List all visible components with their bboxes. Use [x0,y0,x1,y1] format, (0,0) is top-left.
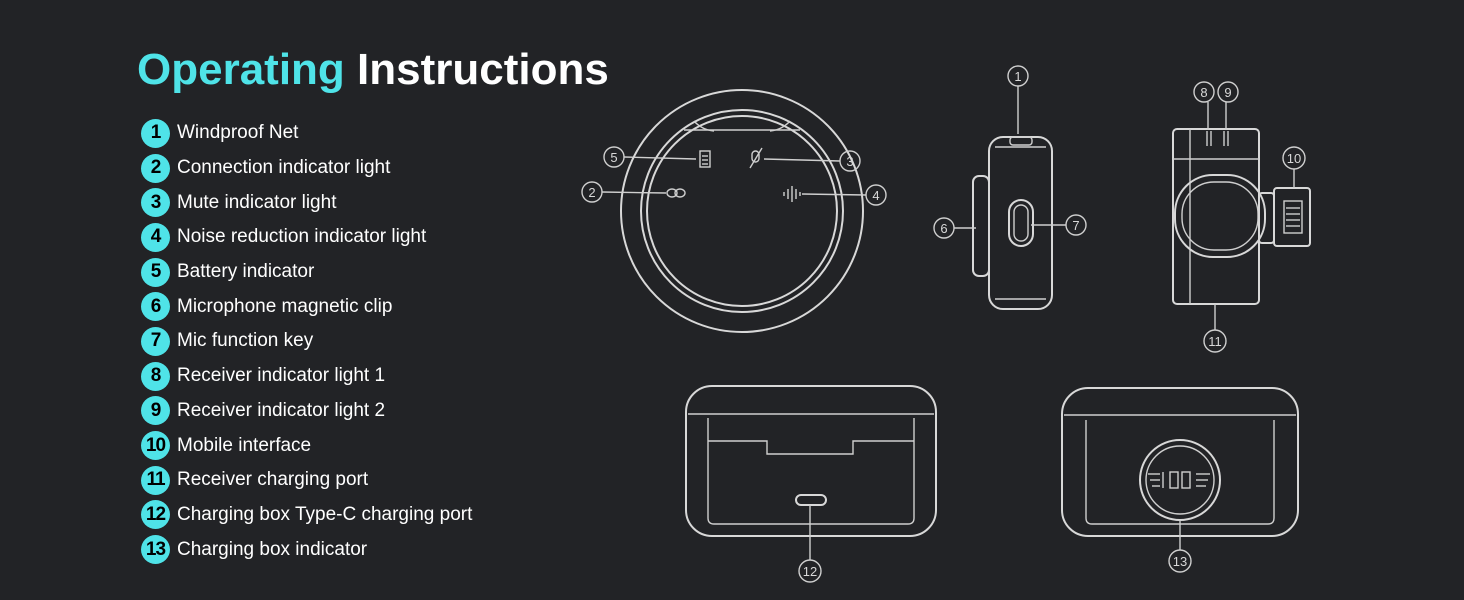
callout-2: 2 [581,181,667,203]
svg-text:6: 6 [940,221,947,236]
legend-number-badge: 9 [141,396,170,426]
legend-item: 6 Microphone magnetic clip [141,289,472,324]
svg-text:8: 8 [1200,85,1207,100]
svg-text:3: 3 [846,154,853,169]
legend-number-badge: 10 [141,431,170,461]
legend-number-badge: 13 [141,535,170,565]
svg-text:11: 11 [1208,334,1222,349]
legend-item: 11 Receiver charging port [141,463,472,498]
svg-text:1: 1 [1014,69,1021,84]
callout-10: 10 [1282,146,1306,188]
title-rest: Instructions [357,45,609,94]
svg-text:9: 9 [1224,85,1231,100]
charging-box-open-view [685,385,937,537]
legend-number-badge: 7 [141,326,170,356]
svg-text:2: 2 [588,185,595,200]
legend-number-badge: 6 [141,292,170,322]
legend-item: 4 Noise reduction indicator light [141,220,472,255]
battery-indicator-icon [699,150,711,168]
noise-reduction-indicator-icon [783,186,801,202]
legend-label: Mic function key [177,330,314,352]
svg-text:12: 12 [803,564,817,579]
legend-label: Microphone magnetic clip [177,295,393,317]
mute-indicator-icon [749,147,763,169]
legend-label: Charging box indicator [177,538,368,560]
callout-5: 5 [603,146,697,168]
legend-label: Charging box Type-C charging port [177,503,473,525]
callout-9: 9 [1217,81,1239,130]
legend-number-badge: 1 [141,118,170,148]
legend-number-badge: 3 [141,188,170,218]
legend-number-badge: 5 [141,257,170,287]
svg-text:7: 7 [1072,218,1079,233]
callout-13: 13 [1168,520,1192,573]
page-title: Operating Instructions [137,44,609,96]
legend-item: 10 Mobile interface [141,428,472,463]
legend-item: 2 Connection indicator light [141,151,472,186]
legend-label: Mute indicator light [177,191,337,213]
legend-label: Noise reduction indicator light [177,226,427,248]
title-accent: Operating [137,45,345,94]
legend-label: Connection indicator light [177,157,391,179]
callout-7: 7 [1031,214,1087,236]
legend-item: 8 Receiver indicator light 1 [141,359,472,394]
legend-item: 12 Charging box Type-C charging port [141,498,472,533]
callout-1: 1 [1007,65,1029,134]
callout-6: 6 [933,217,976,239]
legend-label: Windproof Net [177,122,299,144]
svg-text:5: 5 [610,150,617,165]
legend-label: Receiver indicator light 2 [177,399,386,421]
legend-label: Battery indicator [177,261,315,283]
legend-list: 1 Windproof Net 2 Connection indicator lig… [141,116,472,567]
callout-11: 11 [1203,304,1227,353]
legend-item: 9 Receiver indicator light 2 [141,394,472,429]
callout-12: 12 [798,505,822,583]
legend-item: 1 Windproof Net [141,116,472,151]
legend-number-badge: 4 [141,222,170,252]
svg-text:10: 10 [1287,151,1301,166]
legend-number-badge: 8 [141,361,170,391]
legend-label: Mobile interface [177,434,312,456]
legend-item: 5 Battery indicator [141,255,472,290]
legend-number-badge: 11 [141,465,170,495]
legend-label: Receiver charging port [177,469,369,491]
transmitter-front-view [620,89,864,333]
receiver-view [1172,128,1311,305]
legend-item: 3 Mute indicator light [141,185,472,220]
legend-label: Receiver indicator light 1 [177,365,386,387]
transmitter-side-view [972,136,1053,310]
legend-number-badge: 12 [141,500,170,530]
charging-box-closed-view [1061,387,1299,537]
legend-item: 13 Charging box indicator [141,532,472,567]
callout-4: 4 [801,184,887,206]
legend-number-badge: 2 [141,153,170,183]
connection-indicator-icon [666,188,686,198]
svg-text:4: 4 [872,188,879,203]
callout-8: 8 [1193,81,1215,130]
legend-item: 7 Mic function key [141,324,472,359]
svg-text:13: 13 [1173,554,1187,569]
callout-3: 3 [763,150,861,172]
